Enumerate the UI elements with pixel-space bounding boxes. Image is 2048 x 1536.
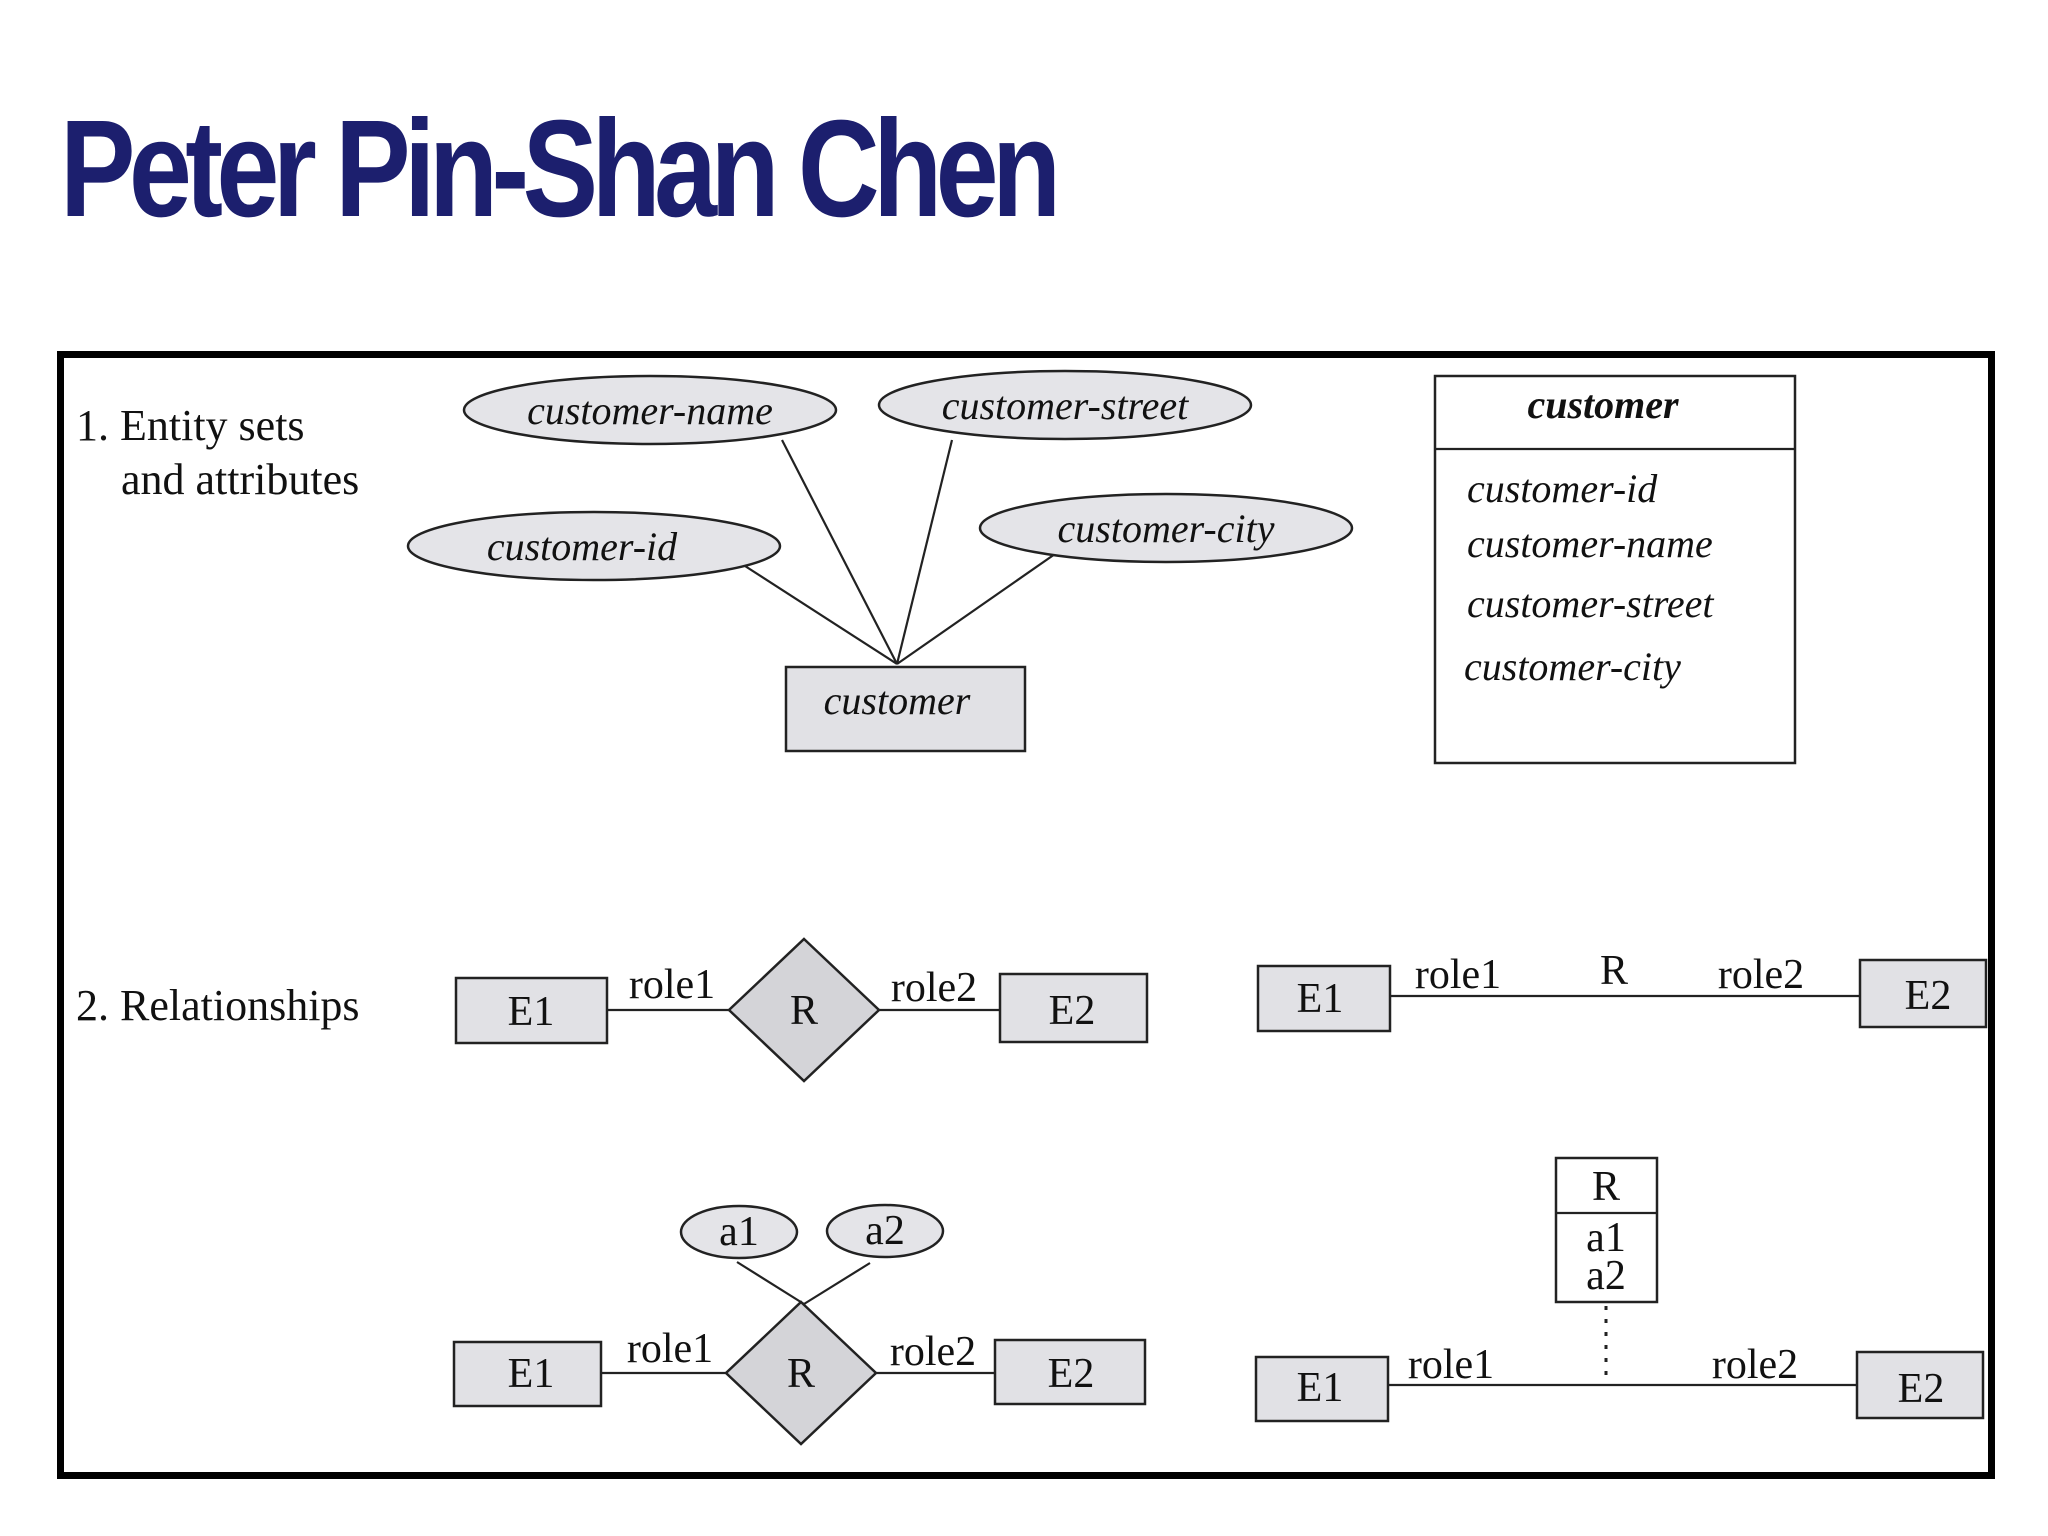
attribute-a1-label: a1 (719, 1209, 759, 1255)
uml-attribute: customer-street (1467, 581, 1714, 626)
relationship-r (727, 937, 881, 1083)
entity-e2 (1855, 1350, 1985, 1420)
attribute-customer-id (406, 510, 782, 582)
entity-e1-label: E1 (1297, 976, 1344, 1022)
role1-label: role1 (627, 1326, 713, 1372)
association-class-name: R (1592, 1164, 1620, 1210)
section1-line1: 1. Entity sets (76, 401, 305, 450)
entity-customer-label: customer (824, 678, 971, 723)
attribute-a2-label: a2 (865, 1208, 905, 1254)
role2-label: role2 (1712, 1342, 1798, 1388)
attribute-customer-street-label: customer-street (942, 383, 1189, 428)
uml-attribute: customer-id (1467, 466, 1658, 511)
entity-e1-label: E1 (1297, 1365, 1344, 1411)
entity-e2 (993, 1338, 1147, 1406)
association-class-box (1554, 1156, 1659, 1304)
entity-customer (784, 665, 1027, 753)
entity-e1 (1256, 964, 1392, 1033)
attribute-customer-city (978, 492, 1354, 564)
attribute-customer-name-label: customer-name (527, 388, 773, 433)
uml-attribute: customer-name (1467, 521, 1713, 566)
relationship-r (724, 1300, 878, 1446)
relationship-uml-association-class: R a1 a2 E1 role1 role2 E2 (1254, 1156, 1985, 1423)
entity-e1-label: E1 (508, 989, 555, 1035)
uml-class-customer: customer customer-id customer-name custo… (1433, 374, 1797, 765)
er-entity-group: customer-name customer-street customer-i… (406, 369, 1354, 753)
role1-label: role1 (1415, 952, 1501, 998)
attribute-customer-id-label: customer-id (487, 524, 678, 569)
edge-id (744, 565, 898, 665)
entity-e2-label: E2 (1898, 1366, 1945, 1412)
entity-e1-label: E1 (508, 1351, 555, 1397)
role2-label: role2 (891, 965, 977, 1011)
association-class-attribute: a1 (1586, 1215, 1626, 1261)
entity-e2 (1858, 958, 1988, 1029)
entity-e1 (454, 976, 609, 1045)
uml-class-box (1433, 374, 1797, 765)
relationship-r-label: R (790, 988, 818, 1034)
section1-line2: and attributes (121, 455, 359, 504)
edge-street (895, 439, 954, 665)
entity-e1 (452, 1340, 603, 1408)
attribute-customer-city-label: customer-city (1058, 506, 1275, 551)
entity-e2 (998, 972, 1149, 1044)
relationship-diamond-attributes: a1 a2 E1 role1 R role2 E2 (452, 1203, 1147, 1446)
entity-e2-label: E2 (1049, 988, 1096, 1034)
entity-e2-label: E2 (1048, 1351, 1095, 1397)
edge-a2 (803, 1262, 871, 1305)
entity-e2-label: E2 (1905, 973, 1952, 1019)
uml-class-name: customer (1527, 382, 1679, 427)
attribute-a2 (825, 1203, 945, 1259)
attribute-customer-street (877, 369, 1253, 441)
role2-label: role2 (1718, 952, 1804, 998)
edge-a1 (736, 1261, 805, 1305)
relationship-diamond-basic: E1 role1 R role2 E2 (454, 937, 1149, 1083)
association-name: R (1600, 948, 1628, 994)
association-class-attribute: a2 (1586, 1253, 1626, 1299)
uml-attribute: customer-city (1464, 644, 1681, 689)
role2-label: role2 (890, 1329, 976, 1375)
section2-label: 2. Relationships (76, 981, 360, 1030)
diagram-frame (57, 351, 1995, 1479)
entity-e1 (1254, 1355, 1390, 1423)
relationship-r-label: R (787, 1351, 815, 1397)
edge-name (781, 439, 898, 665)
attribute-a1 (679, 1204, 799, 1260)
page-title: Peter Pin-Shan Chen (60, 92, 1061, 246)
role1-label: role1 (1408, 1342, 1494, 1388)
edge-city (896, 553, 1056, 665)
role1-label: role1 (629, 962, 715, 1008)
relationship-uml-association: E1 role1 R role2 E2 (1256, 948, 1988, 1033)
attribute-customer-name (462, 374, 838, 446)
